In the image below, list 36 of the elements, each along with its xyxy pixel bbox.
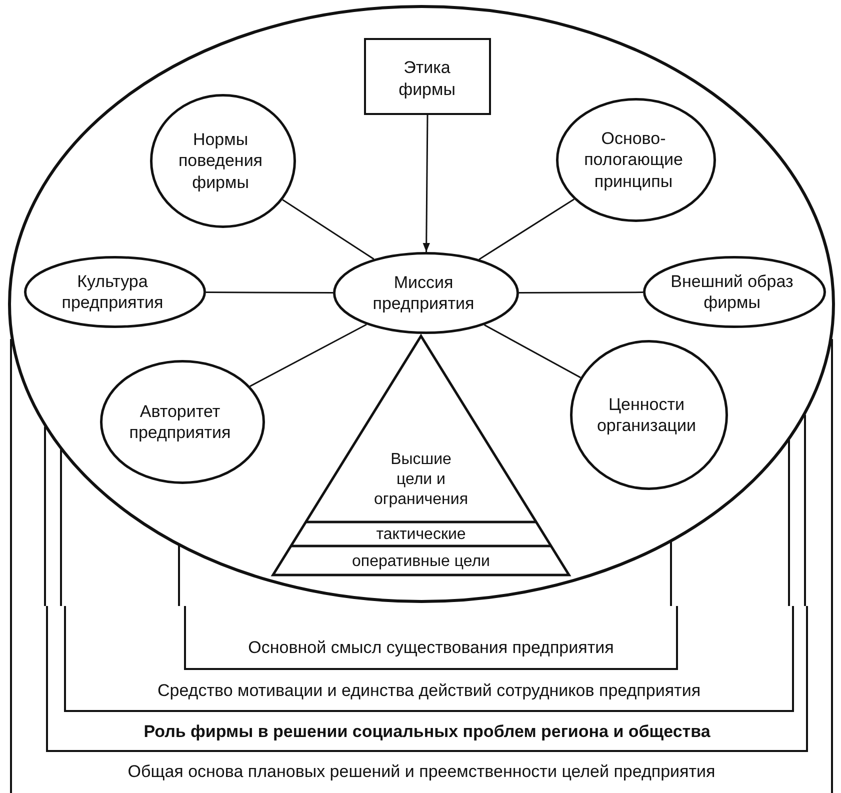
connector-line — [250, 324, 367, 387]
goal-ellipse — [643, 256, 826, 328]
node-label: Внешний образ фирмы — [670, 270, 794, 314]
band-label: Общая основа плановых решений и преемственности целей предприятия — [126, 761, 716, 784]
band-label: Основной смысл существования предприятия — [247, 637, 615, 660]
band-frame — [64, 606, 794, 712]
connector-line — [282, 199, 374, 260]
connector-line — [484, 324, 581, 378]
node-label: Нормы поведения фирмы — [177, 129, 264, 194]
goal-ellipse — [556, 98, 716, 222]
goal-ellipse — [150, 94, 296, 228]
ethics-box — [364, 38, 491, 115]
band-label: Средство мотивации и единства действий сотрудников предприятия — [156, 680, 702, 702]
connector-line — [478, 198, 574, 260]
pyramid-label: оперативные цели — [351, 552, 491, 572]
connector-line — [519, 292, 643, 294]
band-frame — [46, 606, 808, 752]
goal-ellipse — [24, 256, 206, 328]
goal-ellipse — [570, 340, 728, 490]
node-label: Культура предприятия — [60, 270, 164, 314]
pyramid-label: тактические — [375, 524, 467, 544]
band-frame — [184, 606, 678, 670]
node-label: Авторитет предприятия — [128, 400, 232, 444]
node-label: Этика фирмы — [398, 57, 456, 100]
arrow — [422, 115, 430, 252]
node-label: Осново- пологающие принципы — [583, 128, 684, 193]
node-label: Миссия предприятия — [372, 272, 476, 315]
goal-ellipse — [333, 252, 519, 334]
node-label: Ценности организации — [596, 394, 698, 437]
pyramid-label: Высшие цели и ограничения — [373, 450, 469, 510]
goal-ellipse — [100, 360, 265, 484]
goal-pyramid — [272, 336, 570, 576]
connector-line — [206, 292, 333, 294]
band-label: Роль фирмы в решении социальных проблем региона и общества — [142, 721, 712, 744]
outer-ellipse — [8, 5, 835, 603]
frame-band — [10, 606, 833, 793]
